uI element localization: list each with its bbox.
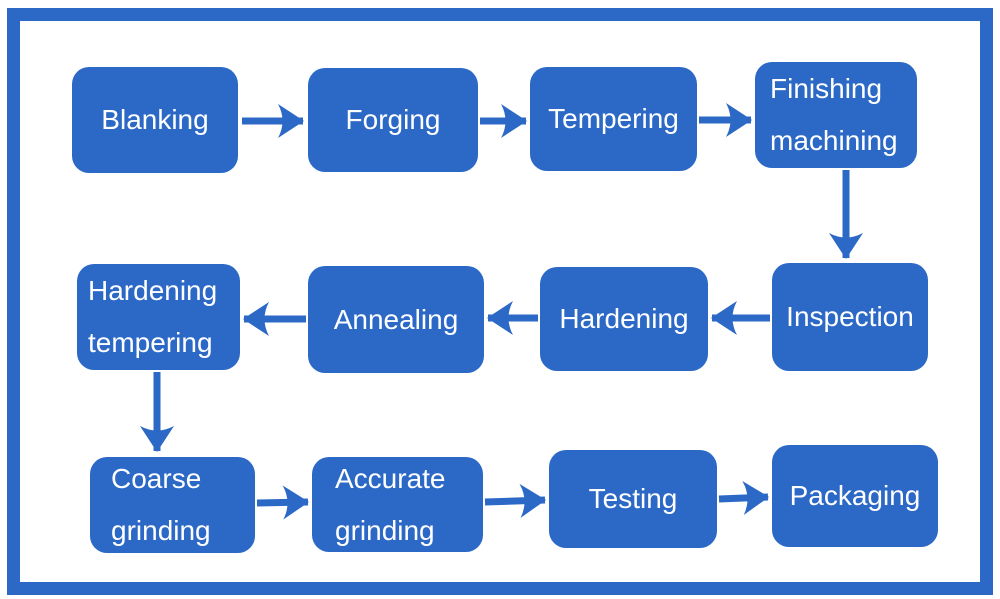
node-forging: Forging (308, 68, 478, 172)
arrow-coarse-to-accurate (256, 485, 309, 520)
node-packaging: Packaging (772, 445, 938, 547)
arrow-testing-to-packaging (718, 481, 769, 516)
node-annealing: Annealing (308, 266, 484, 373)
node-hardening-tempering: Hardening tempering (77, 264, 240, 370)
node-tempering: Tempering (530, 67, 697, 171)
node-testing: Testing (549, 450, 717, 548)
node-coarse-grinding: Coarse grinding (90, 457, 255, 553)
node-blanking: Blanking (72, 67, 238, 173)
outer-border-frame (7, 8, 993, 595)
node-finishing-machining: Finishing machining (755, 62, 917, 168)
arrow-accurate-to-testing (484, 483, 546, 518)
node-inspection: Inspection (772, 263, 928, 371)
node-accurate-grinding: Accurate grinding (312, 457, 483, 552)
node-hardening: Hardening (540, 267, 708, 371)
